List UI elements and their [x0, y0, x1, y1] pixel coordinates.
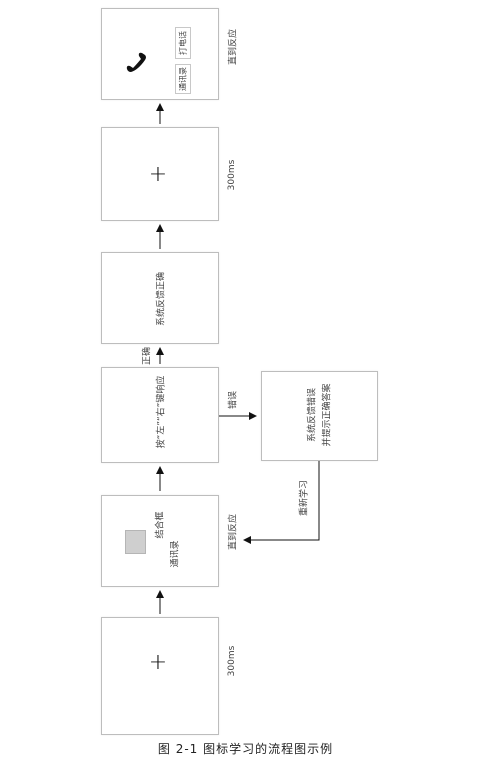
- fixation-box-1: +: [101, 617, 219, 735]
- final-box: 打电话 通讯录: [101, 8, 219, 100]
- figure-caption: 图 2-1 图标学习的流程图示例: [157, 742, 334, 756]
- arrow-error-to-stim: [243, 461, 320, 544]
- feedback-correct-box: 系统反馈正确: [101, 252, 219, 344]
- phone-handset-icon: [126, 52, 146, 72]
- key-response-box: 按“左”“右”键响应: [101, 367, 219, 463]
- fixation-cross-icon: +: [148, 650, 168, 675]
- call-button-mock: 打电话: [175, 27, 191, 59]
- fixation-box-2: +: [101, 127, 219, 221]
- icon-thumbnail: [125, 530, 146, 554]
- stimulus-box: 通讯录 结合框: [101, 495, 219, 587]
- contacts-button-mock: 通讯录: [175, 64, 191, 94]
- fixation-cross-icon: +: [148, 162, 168, 187]
- feedback-error-box: 系统反馈错误 并提示正确答案: [261, 371, 378, 461]
